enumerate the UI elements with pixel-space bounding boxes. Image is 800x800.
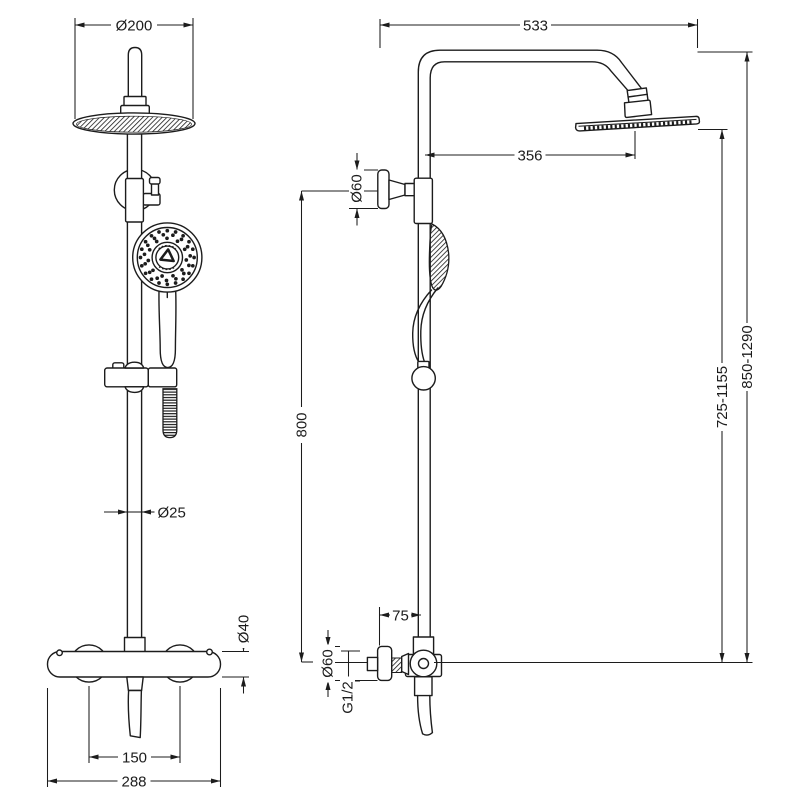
side-view: 533 356 850-1290 725-1155 (294, 17, 756, 736)
front-view: Ø200 Ø25 150 288 Ø40 (46, 17, 253, 791)
dim-supply-flange-diameter: Ø60 (320, 649, 337, 677)
riser-and-arm-side (417, 49, 643, 646)
dim-head-diameter: Ø200 (116, 18, 153, 35)
dim-rail-length: 800 (294, 412, 311, 437)
dim-knob-spacing: 150 (122, 750, 147, 767)
dim-head-offset: 356 (517, 148, 542, 165)
dim-bracket-diameter: Ø60 (349, 174, 366, 202)
bracket-sleeve (124, 177, 145, 223)
slider-clamp-side (411, 360, 436, 391)
supply-thread (391, 657, 403, 673)
head-nozzle-band (583, 120, 693, 131)
slider-clamp-front (103, 361, 178, 394)
diverter-knob-side (409, 649, 438, 678)
thermostatic-valve-front (46, 636, 222, 739)
hand-shower-front (132, 222, 203, 369)
dim-overall-height-range: 850-1290 (739, 325, 756, 388)
supply-flange (376, 645, 393, 682)
hand-shower-side (411, 223, 450, 363)
dim-valve-body-diameter: Ø40 (236, 615, 253, 643)
dim-head-height-range: 725-1155 (714, 366, 731, 428)
hand-shower-spray-dots (138, 228, 196, 287)
shower-hose-side (416, 694, 424, 735)
dim-valve-width: 288 (121, 774, 146, 791)
dim-pipe-diameter: Ø25 (158, 505, 186, 522)
thermostatic-valve-side (366, 636, 443, 736)
dim-arm-projection: 533 (523, 18, 548, 35)
shower-head-side (574, 87, 701, 132)
head-spray-texture (76, 115, 192, 133)
side-dimensions: 533 356 850-1290 725-1155 (294, 17, 756, 719)
dim-supply-offset: 75 (392, 608, 409, 625)
dim-thread-size: G1/2 (340, 681, 357, 714)
spray-mode-selector (159, 248, 175, 263)
shower-head-front (72, 46, 196, 135)
valve-body (46, 650, 222, 678)
valve-outlet-handle (127, 689, 143, 739)
wall-bracket-side (377, 169, 434, 225)
shower-hose-front (162, 388, 178, 439)
front-dimensions: Ø200 Ø25 150 288 Ø40 (46, 17, 253, 791)
